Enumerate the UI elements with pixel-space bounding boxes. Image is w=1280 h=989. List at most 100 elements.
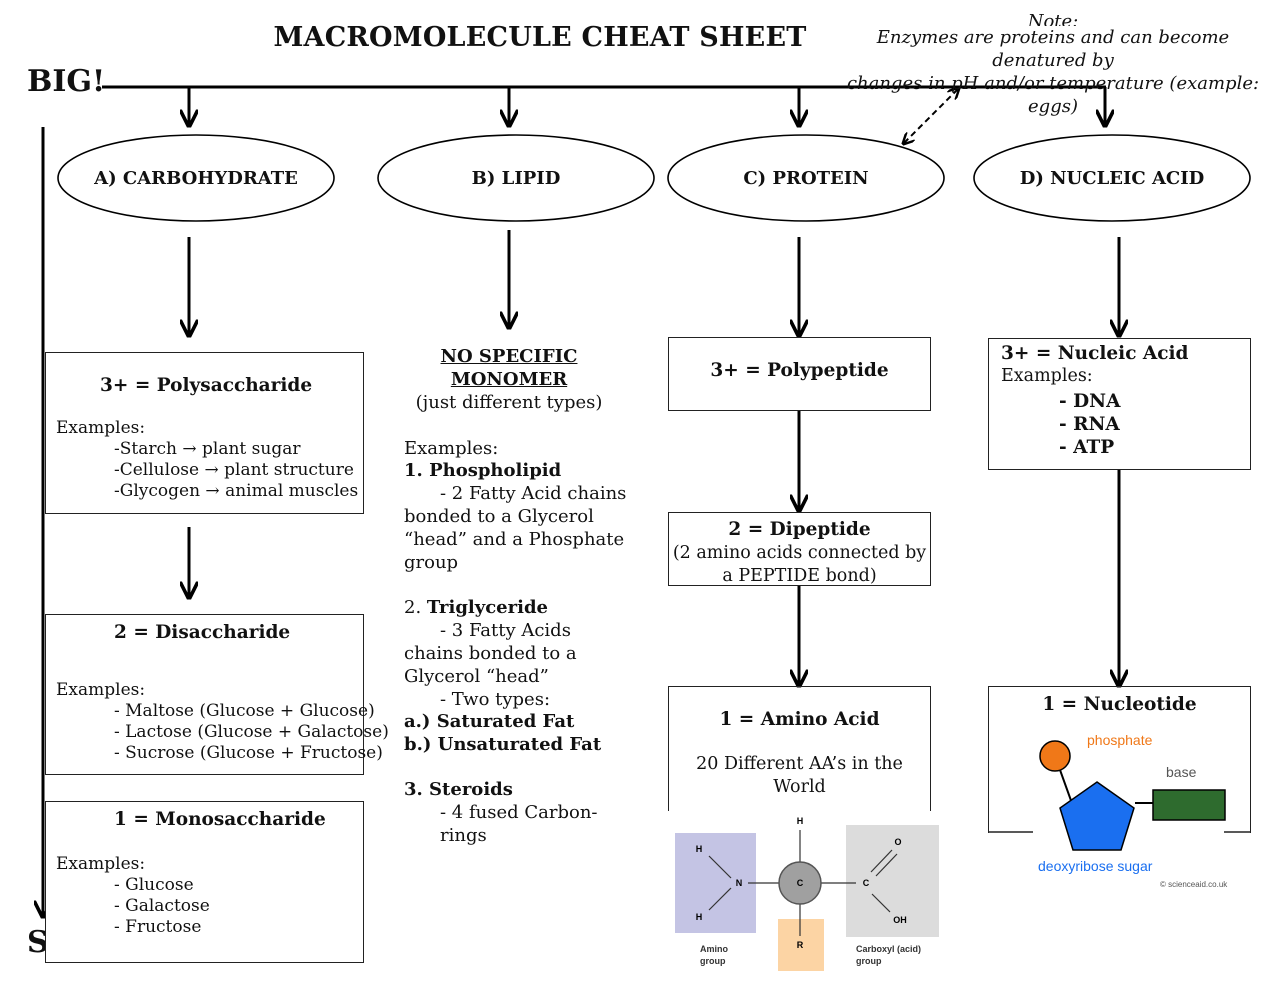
phospholipid-heading: 1. Phospholipid (404, 459, 561, 482)
polypeptide-box: 3+ = Polypeptide (668, 337, 931, 411)
phospholipid-number: 1. (404, 460, 423, 481)
dipeptide-line: (2 amino acids connected by (672, 543, 927, 563)
carbon-atom-icon (778, 861, 822, 905)
carboxyl-group-label: Carboxyl (acid) (856, 944, 921, 954)
lipid-subheading: (just different types) (415, 392, 603, 413)
amino-acid-line: 20 Different AA’s in the (696, 754, 903, 774)
triglyceride-type: b.) Unsaturated Fat (404, 734, 602, 755)
disaccharide-example: - Lactose (Glucose + Galactose) (114, 722, 389, 742)
phosphate-label: phosphate (1087, 732, 1153, 748)
nucleic-acid-box: 3+ = Nucleic Acid Examples: - DNA - RNA … (988, 338, 1251, 470)
triglyceride-line: - Two types: (440, 689, 551, 710)
nucleic-acid-example: - ATP (1059, 437, 1115, 458)
nucleic-acid-title: 3+ = Nucleic Acid (1001, 343, 1189, 364)
note-line-1: Enzymes are proteins and can become dena… (876, 27, 1230, 71)
triglyceride-name: Triglyceride (426, 597, 548, 618)
dipeptide-title: 2 = Dipeptide (728, 519, 871, 540)
deoxyribose-sugar-label: deoxyribose sugar (1038, 858, 1153, 874)
oval-lipid (377, 134, 655, 222)
phosphate-icon (1039, 740, 1071, 772)
n-label: N (736, 878, 743, 888)
disaccharide-example: - Sucrose (Glucose + Fructose) (114, 743, 383, 763)
monosaccharide-box: 1 = Monosaccharide Examples: - Glucose -… (45, 801, 364, 963)
polysaccharide-example: -Cellulose → plant structure (114, 460, 354, 480)
scale-big-label: BIG! (27, 64, 106, 99)
polysaccharide-example: -Starch → plant sugar (114, 439, 301, 459)
amino-acid-box: 1 = Amino Acid 20 Different AA’s in the … (668, 686, 931, 811)
category-carbohydrate: A) CARBOHYDRATE (94, 168, 298, 189)
amino-acid-title: 1 = Amino Acid (719, 709, 880, 730)
enzyme-note: Note: Enzymes are proteins and can becom… (838, 6, 1268, 118)
nucleotide-structure-diagram: phosphate base deoxyribose sugar © scien… (1038, 732, 1228, 888)
phospholipid-line: “head” and a Phosphate (404, 529, 625, 550)
c-right-label: C (863, 878, 870, 888)
triglyceride-line: - 3 Fatty Acids (440, 620, 571, 641)
oval-nucleic (973, 134, 1251, 222)
polysaccharide-examples-label: Examples: (56, 418, 146, 438)
phospholipid-line: group (404, 552, 459, 573)
disaccharide-examples-label: Examples: (56, 680, 146, 700)
nucleotide-box-bottom (988, 831, 1251, 833)
lipid-heading-1: NO SPECIFIC (440, 346, 578, 367)
carboxyl-group-label: group (856, 956, 882, 966)
oval-protein (667, 134, 945, 222)
phospholipid-line: bonded to a Glycerol (404, 506, 594, 527)
nucleic-acid-examples-label: Examples: (1001, 366, 1093, 386)
amino-group-label: Amino (700, 944, 729, 954)
r-label: R (797, 940, 804, 950)
credit-label: © scienceaid.co.uk (1160, 880, 1228, 888)
r-group-highlight (778, 919, 824, 971)
page-title: MACROMOLECULE CHEAT SHEET (273, 22, 807, 53)
monosaccharide-examples-label: Examples: (56, 854, 146, 874)
o-label: O (894, 837, 901, 847)
triglyceride-heading: 2. Triglyceride (404, 596, 548, 619)
polysaccharide-example: -Glycogen → animal muscles (114, 481, 359, 501)
oh-label: OH (893, 915, 907, 925)
base-label: base (1166, 764, 1197, 780)
amino-acid-line: World (773, 777, 826, 797)
lipid-heading-2: MONOMER (450, 369, 568, 390)
nucleotide-box: 1 = Nucleotide (988, 686, 1251, 833)
amino-group-label: group (700, 956, 726, 966)
monosaccharide-example: - Galactose (114, 896, 210, 916)
category-lipid: B) LIPID (471, 168, 561, 189)
steroids-line: rings (440, 825, 487, 846)
nucleic-acid-example: - RNA (1059, 414, 1120, 435)
polypeptide-title: 3+ = Polypeptide (710, 360, 889, 381)
note-line-2: changes in pH and/or temperature (exampl… (846, 73, 1260, 117)
amino-acid-structure-diagram: H H H N C C O OH R Amino group Carboxyl … (675, 816, 939, 971)
oval-carbohydrate (57, 134, 335, 222)
phospholipid-line: - 2 Fatty Acid chains (440, 483, 627, 504)
base-icon (1152, 789, 1226, 821)
disaccharide-title: 2 = Disaccharide (114, 622, 291, 643)
lipid-examples-label: Examples: (404, 438, 499, 459)
nucleic-acid-example: - DNA (1059, 391, 1121, 412)
phospholipid-name: Phospholipid (429, 460, 562, 481)
monosaccharide-example: - Fructose (114, 917, 202, 937)
h-top-label: H (797, 816, 804, 826)
triglyceride-type: a.) Saturated Fat (404, 711, 575, 732)
triglyceride-line: Glycerol “head” (404, 666, 549, 687)
category-protein: C) PROTEIN (743, 168, 869, 189)
nucleotide-title: 1 = Nucleotide (1042, 694, 1197, 715)
monosaccharide-title: 1 = Monosaccharide (114, 809, 326, 830)
dipeptide-box: 2 = Dipeptide (2 amino acids connected b… (668, 512, 931, 586)
steroids-line: - 4 fused Carbon- (440, 802, 598, 823)
amino-group-highlight (675, 833, 756, 933)
category-nucleic-acid: D) NUCLEIC ACID (1019, 168, 1205, 189)
dipeptide-line: a PEPTIDE bond) (722, 566, 877, 586)
c-center-label: C (797, 878, 804, 888)
note-heading: Note: (1027, 11, 1079, 26)
monosaccharide-example: - Glucose (114, 875, 194, 895)
polysaccharide-title: 3+ = Polysaccharide (100, 375, 313, 396)
h2-label: H (696, 912, 703, 922)
steroids-heading: 3. Steroids (404, 779, 513, 800)
polysaccharide-box: 3+ = Polysaccharide Examples: -Starch → … (45, 352, 364, 514)
disaccharide-box: 2 = Disaccharide Examples: - Maltose (Gl… (45, 614, 389, 775)
triglyceride-line: chains bonded to a (404, 643, 577, 664)
deoxyribose-sugar-icon (1059, 781, 1135, 851)
disaccharide-example: - Maltose (Glucose + Glucose) (114, 701, 375, 721)
triglyceride-number: 2. (404, 597, 422, 618)
carboxyl-group-highlight (846, 825, 939, 937)
